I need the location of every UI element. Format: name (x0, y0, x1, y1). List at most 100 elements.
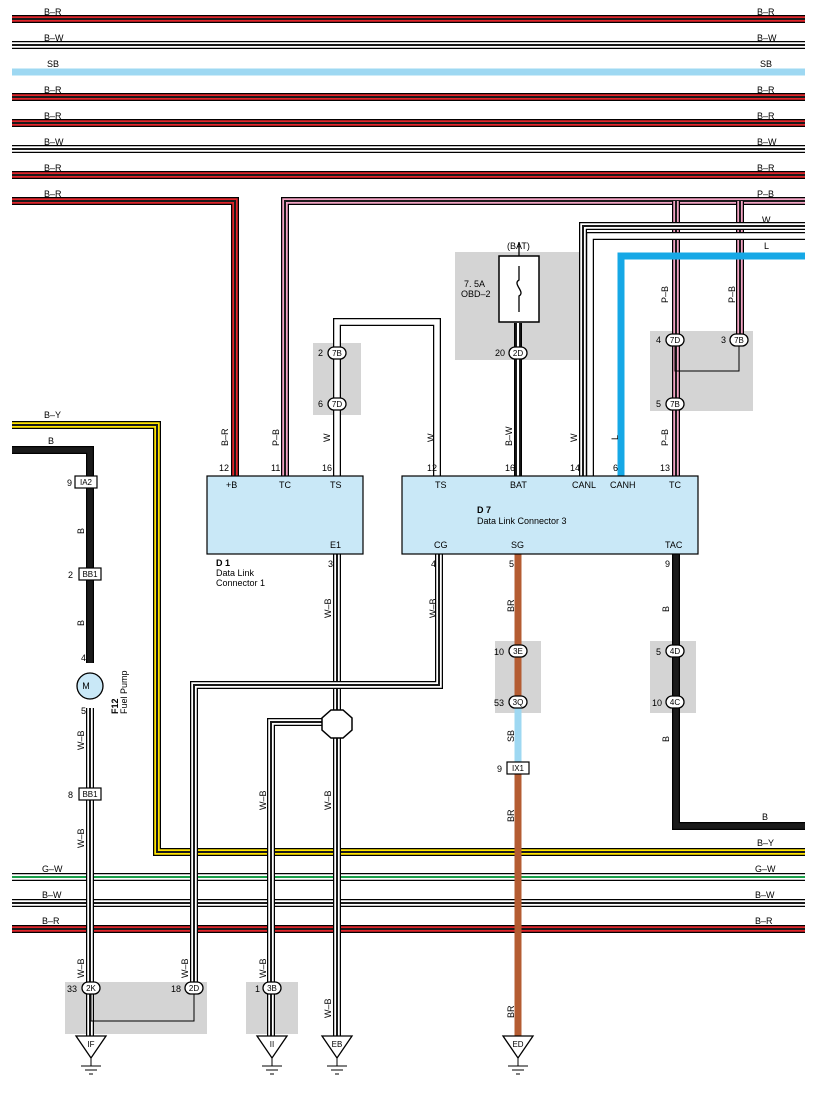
connector-c3b-icon[interactable] (262, 981, 282, 995)
connector-ix1-pin: 9 (497, 764, 502, 774)
connector-7b-a-label: 7B (332, 349, 342, 358)
bottom-wire-2-label-right: B–W (755, 890, 775, 900)
wire-d7-canh-core (617, 252, 805, 476)
d1-num-ts: 16 (322, 463, 332, 473)
tac-lower-wire-label: B (661, 736, 671, 742)
link-7d-7b (674, 346, 740, 372)
fuel-pump[interactable]: M 4 5 F12 Fuel Pump (81, 653, 129, 716)
d1-pin-e1: E1 (330, 540, 341, 550)
wire-d7-canl[interactable] (586, 232, 805, 476)
d1-pin-ts: TS (330, 480, 342, 490)
connector-7d-b-pin: 4 (656, 335, 661, 345)
connector-7b-c-label: 7B (670, 400, 680, 409)
connector-3e-label: 3E (513, 647, 523, 656)
connector-2d-fuse-label: 2D (513, 349, 523, 358)
connector-7b-b-label: 7B (734, 336, 744, 345)
ground-eb-icon (320, 1035, 354, 1060)
d7-pin-tac: TAC (665, 540, 683, 550)
top-wire-5-label-left: B–R (44, 111, 62, 121)
fuse-obd2[interactable]: (BAT) 7. 5A OBD–2 (461, 241, 530, 299)
d1-pin-b: +B (226, 480, 237, 490)
by-wire-label-right: B–Y (757, 838, 774, 848)
connector-3q-label: 3Q (513, 698, 524, 707)
d7-tc-wire-label: P–B (660, 429, 670, 446)
bottom-wire-1-label-right: G–W (755, 864, 776, 874)
wire-d7-canl-outer[interactable] (579, 222, 805, 476)
d1-supply-wire-label: B–R (44, 189, 62, 199)
wire-ii-branch[interactable] (267, 718, 337, 988)
connector-c3q-icon[interactable] (508, 695, 528, 709)
data-link-connector-1[interactable]: +B TC TS E1 12 11 16 3 D 1 Data Link Con… (206, 463, 364, 588)
connector-c7d-a-icon[interactable] (327, 397, 347, 411)
canl-wire-label-right: W (762, 215, 771, 225)
connector-c4d-icon[interactable] (665, 644, 685, 658)
tc-wire-label-right: P–B (757, 189, 774, 199)
canh-wire-label-right: L (764, 241, 769, 251)
eb-upper-wire-label: W–B (323, 790, 333, 810)
sg-wire-label: BR (506, 599, 516, 612)
fuel-pump-motor-symbol: M (82, 681, 90, 691)
bottom-wire-2-label-left: B–W (42, 890, 62, 900)
vertical-wire-labels: B–R P–B W W B–W W L P–B P–B P–B B B W–B … (76, 286, 737, 1018)
wire-ts-link-core (334, 319, 440, 476)
d1-body[interactable] (206, 475, 364, 555)
wire-d7-cg-stripe (193, 554, 440, 988)
fuel-pump-name: Fuel Pump (119, 670, 129, 714)
e1-wire-label: W–B (323, 598, 333, 618)
connector-c7b-a-icon[interactable] (327, 346, 347, 360)
wire-by-bus[interactable] (12, 421, 805, 856)
fuse-source-label: (BAT) (507, 241, 530, 251)
fuel-pump-pin-bottom: 5 (81, 706, 86, 716)
top-wire-3-label-left: SB (47, 59, 59, 69)
pump-lower-wire-label: W–B (76, 730, 86, 750)
data-link-connector-3[interactable]: TS BAT CANL CANH TC CG SG TAC 12 16 14 6… (401, 463, 699, 569)
d7-num-cg: 4 (431, 559, 436, 569)
connector-c4c-icon[interactable] (665, 695, 685, 709)
c2d-wire-label: W–B (180, 958, 190, 978)
wire-pump-supply-core (12, 447, 93, 663)
cg-wire-label: W–B (428, 598, 438, 618)
wire-pump-supply[interactable] (12, 446, 94, 663)
wire-d7-canh[interactable] (617, 252, 805, 476)
top-wire-6-label-left: B–W (44, 137, 64, 147)
top-wire-1-label-right: B–R (757, 7, 775, 17)
top-wire-4-label-right: B–R (757, 85, 775, 95)
top-wire-7-label-left: B–R (44, 163, 62, 173)
d7-num-canh: 6 (613, 463, 618, 473)
wire-ts-link[interactable] (333, 318, 441, 476)
d7-pin-cg: CG (434, 540, 448, 550)
wire-d1-tc[interactable] (281, 197, 805, 476)
fuse-rating: 7. 5A (464, 279, 485, 289)
b-wire-label-left: B (48, 436, 54, 446)
tac-wire-label: B (661, 606, 671, 612)
connector-ia2-label: IA2 (80, 478, 93, 487)
d7-body[interactable] (401, 475, 699, 555)
d7-pin-bat: BAT (510, 480, 527, 490)
connector-ia2-icon[interactable] (74, 475, 98, 489)
if-lower-wire-label: W–B (76, 958, 86, 978)
connector-ia2-pin: 9 (67, 478, 72, 488)
connector-3e-pin: 10 (494, 647, 504, 657)
connector-labels: IA2 9 BB1 2 BB1 8 IX1 9 7B 2 7D 6 2D 20 … (67, 335, 744, 994)
connector-c7b-c-icon[interactable] (665, 397, 685, 411)
d7-pin-canl: CANL (572, 480, 596, 490)
connector-bb1-upper-pin: 2 (68, 570, 73, 580)
d7-pin-canh: CANH (610, 480, 636, 490)
ground-eb-label: EB (332, 1040, 343, 1049)
ground-ed-icon (501, 1035, 535, 1060)
d7-num-sg: 5 (509, 559, 514, 569)
connector-c3e-icon[interactable] (508, 644, 528, 658)
wire-d7-cg-core (191, 554, 442, 988)
wire-d1-plus-b[interactable] (12, 197, 239, 476)
d1-code: D 1 (216, 558, 230, 568)
wire-d7-cg[interactable] (190, 554, 443, 988)
connector-4d-label: 4D (670, 647, 680, 656)
connector-7d-a-pin: 6 (318, 399, 323, 409)
connector-ix1-icon[interactable] (506, 761, 530, 775)
fuel-pump-motor-icon[interactable] (76, 672, 104, 700)
connector-bb1-lower-label: BB1 (82, 790, 98, 799)
connector-c2d-fuse-icon[interactable] (508, 346, 528, 360)
connector-bb1-upper-icon[interactable] (78, 567, 102, 581)
connector-bb1-lower-icon[interactable] (78, 787, 102, 801)
